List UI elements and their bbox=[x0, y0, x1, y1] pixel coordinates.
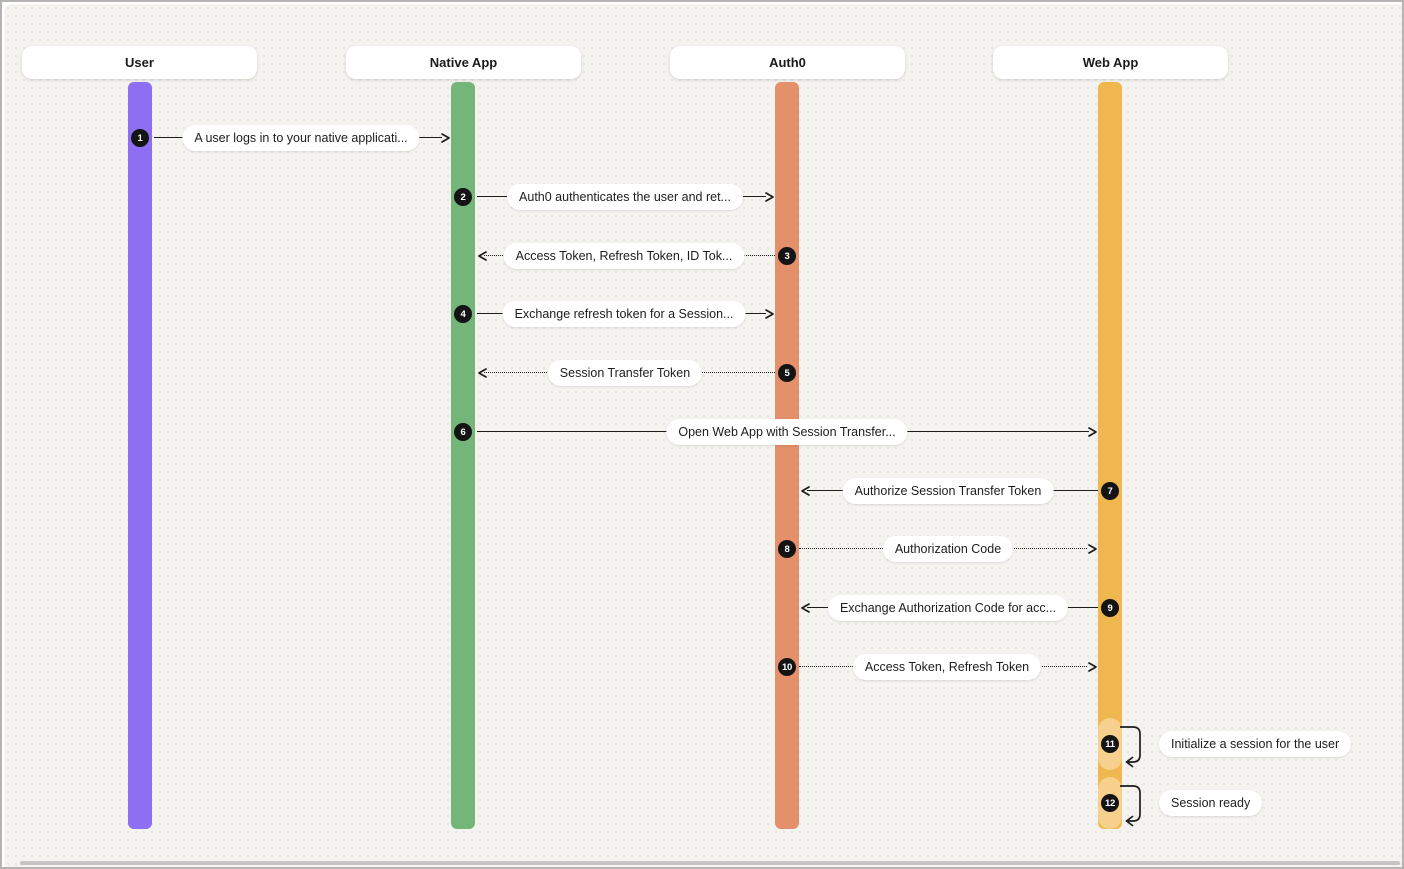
step-badge-10: 10 bbox=[778, 658, 796, 676]
arrowhead-right-icon-6 bbox=[1088, 427, 1097, 437]
arrowhead-left-icon-7 bbox=[801, 486, 810, 496]
message-label-10: Access Token, Refresh Token bbox=[852, 654, 1042, 680]
actor-header-native-app: Native App bbox=[346, 46, 581, 79]
step-badge-6: 6 bbox=[454, 423, 472, 441]
horizontal-scrollbar[interactable] bbox=[20, 861, 1400, 865]
arrowhead-right-icon-1 bbox=[441, 133, 450, 143]
lifeline-web-app bbox=[1098, 82, 1122, 829]
message-label-5: Session Transfer Token bbox=[547, 360, 703, 386]
arrowhead-right-icon-8 bbox=[1088, 544, 1097, 554]
message-label-3: Access Token, Refresh Token, ID Tok... bbox=[503, 243, 745, 269]
step-badge-7: 7 bbox=[1101, 482, 1119, 500]
lifeline-native-app bbox=[451, 82, 475, 829]
arrowhead-right-icon-2 bbox=[765, 192, 774, 202]
step-badge-9: 9 bbox=[1101, 599, 1119, 617]
arrowhead-left-icon-5 bbox=[478, 368, 487, 378]
actor-label-user: User bbox=[125, 55, 154, 70]
self-arrow-icon-12 bbox=[1120, 785, 1141, 827]
step-badge-1: 1 bbox=[131, 129, 149, 147]
actor-header-auth0: Auth0 bbox=[670, 46, 905, 79]
message-label-12: Session ready bbox=[1159, 790, 1263, 816]
message-label-4: Exchange refresh token for a Session... bbox=[502, 301, 746, 327]
message-label-2: Auth0 authenticates the user and ret... bbox=[507, 184, 743, 210]
step-badge-2: 2 bbox=[454, 188, 472, 206]
actor-label-native-app: Native App bbox=[429, 55, 498, 70]
message-label-7: Authorize Session Transfer Token bbox=[842, 478, 1054, 504]
arrowhead-right-icon-10 bbox=[1088, 662, 1097, 672]
message-label-1: A user logs in to your native applicati.… bbox=[182, 125, 420, 151]
step-badge-3: 3 bbox=[778, 247, 796, 265]
self-arrow-icon-11 bbox=[1120, 726, 1141, 768]
message-label-11: Initialize a session for the user bbox=[1159, 731, 1352, 757]
arrowhead-left-icon-9 bbox=[801, 603, 810, 613]
actor-label-auth0: Auth0 bbox=[769, 55, 806, 70]
actor-header-web-app: Web App bbox=[993, 46, 1228, 79]
actor-header-user: User bbox=[22, 46, 257, 79]
lifeline-auth0 bbox=[775, 82, 799, 829]
message-label-8: Authorization Code bbox=[882, 536, 1014, 562]
step-badge-8: 8 bbox=[778, 540, 796, 558]
arrowhead-right-icon-4 bbox=[765, 309, 774, 319]
step-badge-12: 12 bbox=[1101, 794, 1119, 812]
step-badge-5: 5 bbox=[778, 364, 796, 382]
actor-label-web-app: Web App bbox=[1082, 55, 1139, 70]
arrowhead-left-icon-3 bbox=[478, 251, 487, 261]
lifeline-user bbox=[128, 82, 152, 829]
diagram-canvas: User Native App Auth0 Web App A user log… bbox=[4, 4, 1402, 867]
message-label-9: Exchange Authorization Code for acc... bbox=[827, 595, 1069, 621]
step-badge-11: 11 bbox=[1101, 735, 1119, 753]
message-label-6: Open Web App with Session Transfer... bbox=[666, 419, 908, 445]
step-badge-4: 4 bbox=[454, 305, 472, 323]
